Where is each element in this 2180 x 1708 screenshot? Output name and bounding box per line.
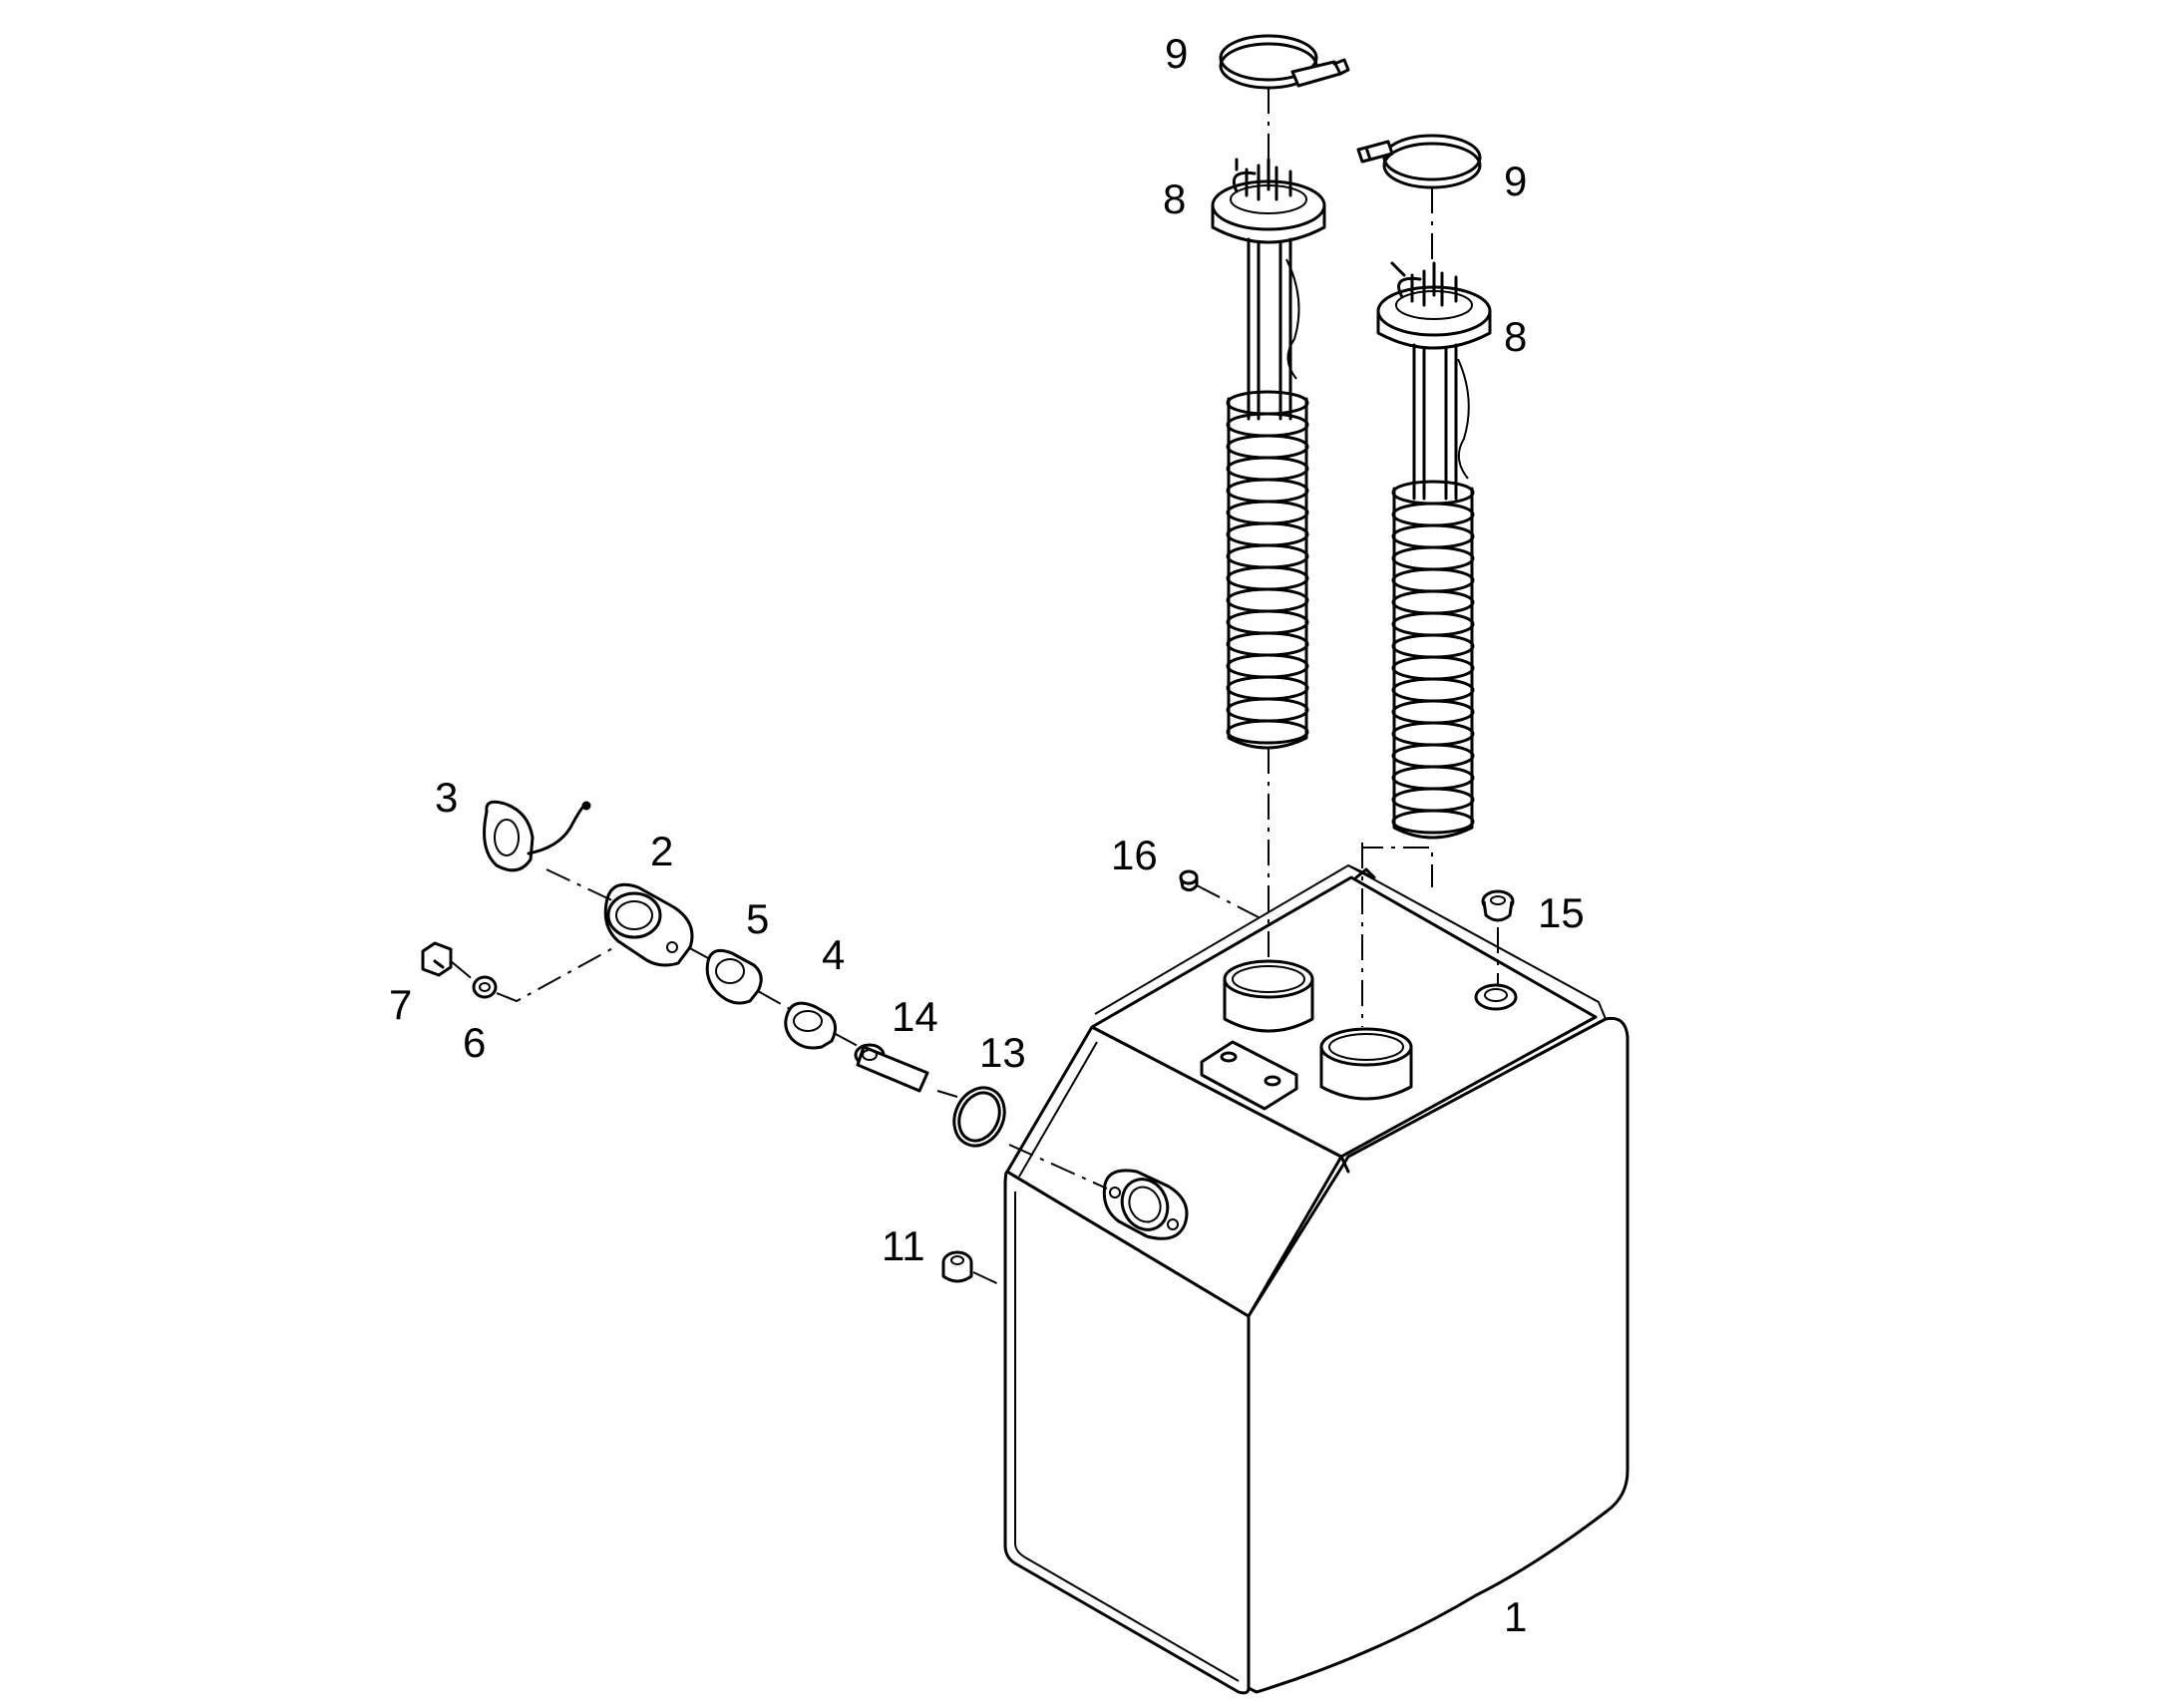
- coil-ring: [1226, 675, 1309, 701]
- callout-3: 3: [435, 774, 458, 821]
- callout-4: 4: [822, 931, 845, 978]
- callout-6: 6: [463, 1019, 486, 1066]
- callouts: 1 2 3 4 5 6 7 8 8 9 9 11 13 14 15 16: [389, 30, 1585, 1640]
- hose-clamp-right: [1356, 134, 1482, 189]
- callout-2: 2: [650, 828, 673, 874]
- callout-15: 15: [1538, 889, 1585, 936]
- coil-ring: [1226, 390, 1309, 416]
- coil-ring: [1226, 521, 1309, 547]
- tank-opening-left: [1223, 959, 1314, 1033]
- tank: [1003, 863, 1630, 1695]
- coil-ring: [1391, 611, 1475, 637]
- coil-ring: [1391, 523, 1475, 549]
- callout-5: 5: [746, 895, 769, 942]
- coil-ring: [1391, 787, 1475, 813]
- coil-ring: [1391, 502, 1475, 527]
- callout-11: 11: [882, 1222, 925, 1269]
- part-3-sensor-cap: [483, 800, 591, 872]
- coil-ring: [1391, 589, 1475, 615]
- tank-opening-right: [1319, 1027, 1413, 1101]
- part-7-plug: [421, 941, 453, 977]
- coil-ring: [1391, 809, 1475, 835]
- coil-ring: [1391, 567, 1475, 593]
- callout-9a: 9: [1165, 30, 1188, 77]
- coil-ring: [1391, 480, 1475, 506]
- coil-ring: [1226, 587, 1309, 613]
- coil-ring: [1226, 456, 1309, 482]
- coil-ring: [1391, 633, 1475, 659]
- coil-ring: [1226, 697, 1309, 723]
- heating-element-left: [1211, 158, 1326, 750]
- part-13-o-ring: [952, 1086, 1006, 1148]
- assembly-lines: [450, 88, 1499, 1287]
- part-16-screw: [1179, 869, 1199, 892]
- part-2-flange-housing: [603, 882, 694, 967]
- coil-ring: [1226, 500, 1309, 525]
- callout-9b: 9: [1504, 158, 1527, 204]
- coil-ring: [1391, 655, 1475, 681]
- coil-ring: [1226, 478, 1309, 504]
- callout-1: 1: [1504, 1593, 1527, 1640]
- callout-7: 7: [389, 981, 412, 1028]
- callout-13: 13: [979, 1029, 1026, 1076]
- part-4-nut: [784, 1001, 837, 1050]
- tank-top-bracket: [1200, 1040, 1298, 1111]
- coil-ring: [1391, 677, 1475, 703]
- part-6-washer: [472, 975, 498, 999]
- callout-14: 14: [892, 993, 938, 1040]
- part-15-grommet: [1481, 889, 1515, 922]
- coil-ring: [1226, 609, 1309, 635]
- coil-ring: [1391, 699, 1475, 725]
- tank-front-inner-edge: [1014, 1192, 1240, 1682]
- coil-ring: [1226, 412, 1309, 438]
- coil-ring: [1226, 565, 1309, 591]
- heating-coil-left: [1227, 397, 1308, 750]
- coil-ring: [1391, 545, 1475, 571]
- part-11-plug: [941, 1250, 973, 1283]
- callout-8b: 8: [1504, 313, 1527, 360]
- tank-top-fitting: [1474, 983, 1518, 1011]
- coil-ring: [1391, 721, 1475, 747]
- callout-8a: 8: [1163, 175, 1186, 222]
- tank-front-port: [1102, 1169, 1189, 1240]
- coil-ring: [1226, 653, 1309, 679]
- part-5-insert: [705, 948, 763, 1005]
- tank-right-face: [1247, 1016, 1630, 1694]
- coil-ring: [1226, 719, 1309, 745]
- coil-ring: [1391, 743, 1475, 769]
- hose-clamp-left: [1219, 34, 1350, 90]
- coil-ring: [1226, 543, 1309, 569]
- tank-front-face: [1003, 1170, 1251, 1695]
- tank-top-face: [1090, 875, 1598, 1159]
- coil-ring: [1226, 434, 1309, 460]
- heating-coil-right: [1392, 487, 1474, 840]
- coil-ring: [1391, 765, 1475, 791]
- part-14-probe: [854, 1043, 929, 1093]
- callout-16: 16: [1111, 832, 1158, 878]
- coil-ring: [1226, 631, 1309, 657]
- heating-element-right: [1376, 261, 1492, 840]
